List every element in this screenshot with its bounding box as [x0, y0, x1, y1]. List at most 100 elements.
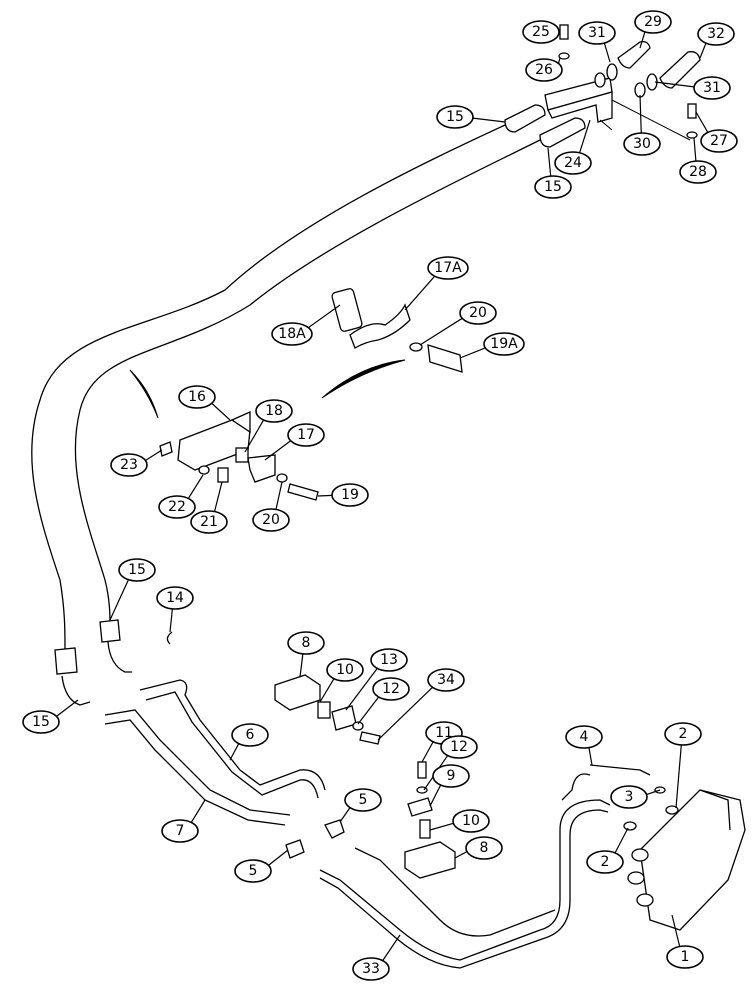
callout-25: 25 — [522, 20, 560, 44]
callout-21: 21 — [190, 481, 228, 534]
leader-line — [654, 81, 695, 88]
tubes-6-7 — [104, 679, 326, 826]
callout-label: 7 — [176, 823, 185, 839]
callout-22: 22 — [158, 474, 204, 519]
callout-bubble — [352, 957, 390, 981]
callout-17A: 17A — [404, 256, 469, 311]
clamp-block-8-upper — [274, 674, 321, 711]
tube-33b — [319, 809, 609, 969]
callout-bubble — [436, 105, 474, 129]
leader-line — [693, 137, 697, 162]
callout-33: 33 — [352, 934, 401, 981]
callout-label: 32 — [707, 26, 725, 42]
leader-line — [419, 317, 463, 346]
washer-28 — [686, 131, 698, 139]
callout-label: 4 — [580, 729, 589, 745]
leader-line — [675, 744, 682, 809]
leader-line — [275, 481, 283, 510]
callout-bubble — [679, 160, 717, 184]
leader-line — [639, 31, 646, 49]
mid-clamp-upper — [274, 674, 381, 745]
spacer-18a — [331, 288, 363, 332]
callout-8: 8 — [287, 631, 325, 678]
callout-7: 7 — [161, 799, 206, 843]
callout-12: 12 — [423, 735, 478, 791]
callout-bubble — [465, 836, 503, 860]
hose-end-15-lower — [539, 117, 586, 148]
callout-label: 18 — [265, 403, 283, 419]
leader-line — [307, 304, 341, 329]
callout-15: 15 — [534, 147, 572, 199]
valve-housing — [639, 789, 746, 931]
leader-line — [213, 481, 223, 512]
callout-bubble — [610, 785, 648, 809]
callout-label: 2 — [601, 854, 610, 870]
callout-label: 17A — [434, 260, 462, 276]
callout-bubble — [22, 710, 60, 734]
leader-line — [264, 440, 291, 461]
callout-label: 21 — [200, 514, 218, 530]
tee-5-lower — [285, 839, 305, 859]
callout-label: 16 — [188, 389, 206, 405]
callout-bubble — [110, 453, 148, 477]
callout-bubble — [231, 723, 269, 747]
leader-line — [646, 789, 661, 796]
callout-label: 13 — [380, 652, 398, 668]
tube-33a — [319, 799, 611, 961]
callout-label: 5 — [359, 792, 368, 808]
washer-20-lower — [276, 473, 288, 483]
leader-line — [421, 741, 434, 763]
tubes-33-4 — [319, 764, 651, 969]
callout-bubble — [326, 658, 364, 682]
callout-label: 15 — [32, 714, 50, 730]
elbow-right — [107, 641, 132, 673]
callout-bubble — [565, 725, 603, 749]
fitting-29 — [617, 40, 651, 69]
callout-9: 9 — [429, 764, 470, 807]
callout-3: 3 — [610, 785, 661, 809]
callout-label: 6 — [246, 727, 255, 743]
nut-23 — [159, 441, 173, 457]
callout-bubble — [190, 510, 228, 534]
clamp-arc-right — [321, 359, 406, 399]
callout-19A: 19A — [459, 332, 525, 359]
callout-30: 30 — [623, 94, 661, 156]
callout-bubble — [525, 58, 563, 82]
callout-bubble — [427, 256, 469, 280]
callout-label: 1 — [681, 949, 690, 965]
callout-15: 15 — [22, 699, 79, 734]
callout-31: 31 — [578, 21, 616, 63]
callout-18A: 18A — [271, 304, 341, 346]
leader-line — [579, 119, 591, 153]
bolt-34 — [359, 731, 381, 745]
bolt-21 — [217, 467, 229, 483]
leader-line — [671, 914, 681, 947]
callout-bubble — [432, 764, 470, 788]
tube-6 — [139, 679, 326, 791]
coupler-bracket-side — [547, 91, 613, 123]
callout-label: 31 — [703, 80, 721, 96]
callout-23: 23 — [110, 449, 163, 477]
leader-line — [317, 494, 333, 497]
callout-label: 23 — [120, 457, 138, 473]
callout-31: 31 — [654, 76, 731, 100]
callout-bubble — [372, 677, 410, 701]
clamp-detail-17a — [129, 288, 463, 419]
callout-18: 18 — [244, 399, 293, 453]
bracket-assembly — [159, 410, 319, 501]
callout-8: 8 — [454, 836, 503, 860]
callout-label: 17 — [297, 427, 315, 443]
mid-clamp-lower — [404, 761, 456, 879]
valve-body-1 — [623, 786, 746, 931]
callout-label: 12 — [382, 681, 400, 697]
leader-line — [454, 851, 468, 859]
o-ring-31-left — [606, 63, 618, 81]
leader-line — [588, 747, 593, 766]
hose-inner — [74, 139, 541, 626]
hose-end-15-left — [54, 647, 78, 675]
callout-bubble — [578, 21, 616, 45]
callout-bubble — [427, 668, 465, 692]
callout-bubble — [483, 332, 525, 356]
leader-line — [699, 42, 707, 59]
